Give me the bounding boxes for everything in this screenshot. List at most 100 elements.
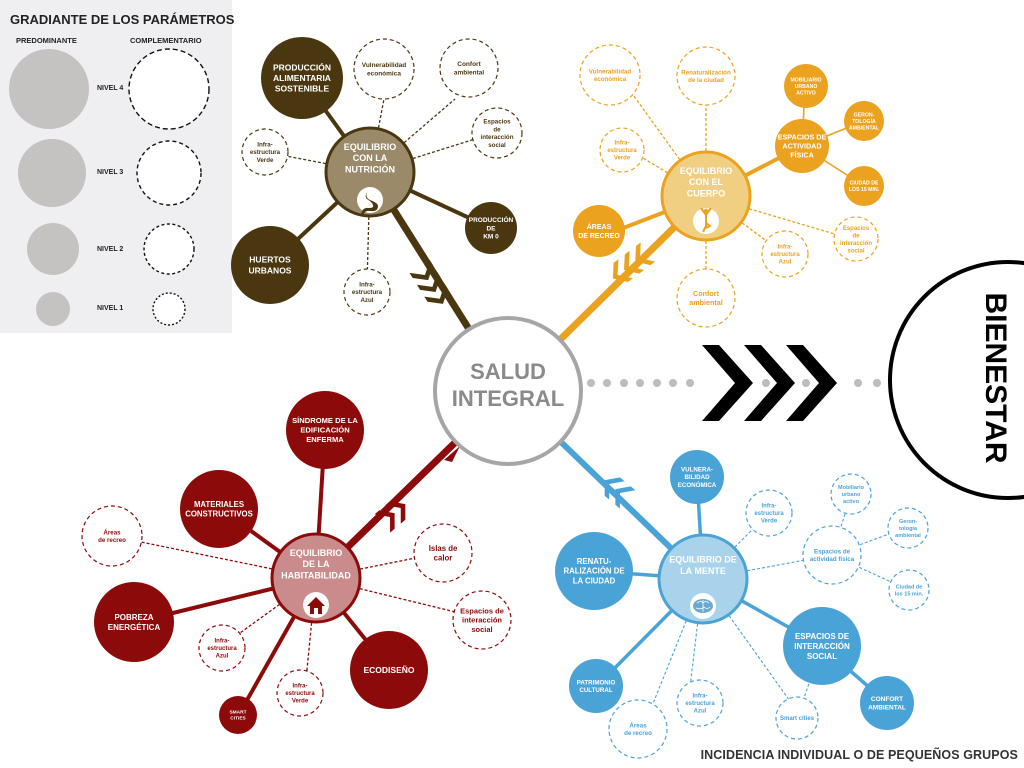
node-produccion-alimentaria-sostenible xyxy=(261,37,343,119)
yoga-person-icon xyxy=(693,207,719,234)
node-espacios-interaccion-social xyxy=(783,607,861,685)
node-confort-ambiental xyxy=(439,38,499,98)
stomach-icon xyxy=(357,187,383,215)
node-pobreza-energetica xyxy=(94,582,174,662)
node-smart-cities xyxy=(775,696,819,740)
legend-complementary-circle xyxy=(136,140,202,206)
node-islas-de-calor xyxy=(413,523,473,583)
node-renaturalizacion-ciudad xyxy=(555,532,633,610)
legend-title: GRADIANTE DE LOS PARÁMETROS xyxy=(10,12,235,27)
node-infraestructura-azul xyxy=(343,268,391,316)
node-vulnerabilidad-economica xyxy=(353,38,415,100)
node-vulnerabilidad-economica xyxy=(579,44,641,106)
habitability-arrow-feathers xyxy=(374,501,406,533)
node-espacios-interaccion-social xyxy=(471,107,523,159)
dotted-connector xyxy=(587,379,881,387)
node-mobiliario-urbano-activo xyxy=(830,473,872,515)
body-arrow-feathers xyxy=(612,242,656,283)
center-title-line1: SALUD xyxy=(470,359,546,384)
progress-chevrons-icon xyxy=(702,345,837,421)
legend-complementary-circle xyxy=(152,292,186,326)
connector-line xyxy=(304,577,317,691)
brain-icon xyxy=(690,593,716,619)
node-confort-ambiental xyxy=(676,268,736,328)
node-infraestructura-verde xyxy=(745,489,793,537)
connector-line xyxy=(702,578,803,719)
node-infraestructura-azul xyxy=(761,230,809,278)
node-sindrome-edificacion-enferma xyxy=(286,391,364,469)
connector-line xyxy=(315,577,481,619)
legend-predominant-circle xyxy=(27,223,79,275)
footer-caption: INCIDENCIA INDIVIDUAL O DE PEQUEÑOS GRUP… xyxy=(700,748,1018,762)
hub-node xyxy=(660,150,752,242)
legend-predominant-label: PREDOMINANTE xyxy=(16,36,77,45)
legend-predominant-circle xyxy=(18,139,86,207)
mind-arrow-feathers xyxy=(604,477,636,509)
node-smart-cities xyxy=(219,696,257,734)
node-ecodiseno-label: ECODISEÑO xyxy=(363,665,414,675)
house-icon xyxy=(303,592,329,618)
node-areas-de-recreo xyxy=(573,205,625,257)
legend-complementary-circle xyxy=(143,223,195,275)
legend-level-1: NIVEL 1 xyxy=(97,305,124,312)
legend-level-2: NIVEL 2 xyxy=(97,246,124,253)
legend-predominant-circle xyxy=(9,49,89,129)
node-infraestructura-verde xyxy=(241,128,289,176)
node-ciudad-15-min xyxy=(888,569,930,611)
node-materiales-constructivos xyxy=(180,470,258,548)
legend-level-3: NIVEL 3 xyxy=(97,169,124,176)
nutrition-arrow-feathers xyxy=(409,260,448,304)
hub-node xyxy=(270,532,362,624)
node-patrimonio-cultural xyxy=(569,659,623,713)
node-espacios-actividad-fisica xyxy=(802,525,862,585)
legend-complementary-circle xyxy=(128,48,210,130)
node-areas-de-recreo xyxy=(81,505,143,567)
node-espacios-actividad-fisica xyxy=(775,119,829,173)
node-huertos-urbanos xyxy=(231,226,309,304)
node-mobiliario-urbano-activo xyxy=(784,64,828,108)
legend-predominant-circle xyxy=(36,292,70,326)
node-infraestructura-verde xyxy=(276,669,324,717)
node-gerontologia-ambiental xyxy=(844,101,884,141)
node-ecodiseno xyxy=(350,631,428,709)
node-espacios-interaccion-social xyxy=(452,590,512,650)
node-vulnerabilidad-economica xyxy=(670,450,724,504)
connector-line xyxy=(366,171,371,286)
node-ciudad-15-min xyxy=(844,166,884,206)
